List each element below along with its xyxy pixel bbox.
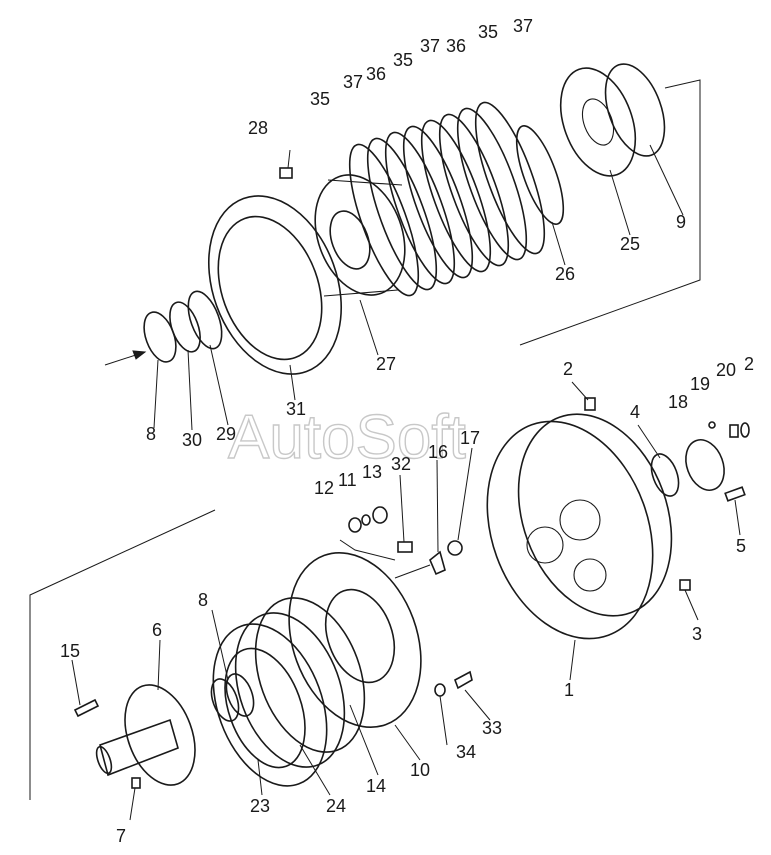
callout-3: 3 — [692, 624, 702, 644]
part-15-bolt — [73, 698, 100, 718]
callout-2: 2 — [563, 359, 573, 379]
callout-6: 6 — [152, 620, 162, 640]
callout-20: 20 — [716, 360, 736, 380]
part-7-bolt — [131, 777, 141, 789]
callout-11: 11 — [338, 470, 357, 490]
part-4-ring — [650, 453, 680, 497]
callout-35-a: 35 — [310, 89, 330, 109]
part-32-pin — [397, 541, 413, 553]
callout-18: 18 — [668, 392, 688, 412]
callout-1: 1 — [564, 680, 574, 700]
part-19-ball — [708, 421, 716, 429]
part-29-seal — [187, 290, 223, 350]
part-18-bearing — [685, 439, 725, 491]
part-16-elbow — [429, 550, 446, 576]
part-33-bolt — [454, 670, 473, 690]
part-8-seal-lower — [225, 673, 255, 717]
callout-19: 19 — [690, 374, 710, 394]
part-34-washer — [434, 683, 446, 697]
shaft — [99, 718, 179, 777]
part-27-hub — [314, 174, 406, 296]
part-24-disc — [234, 612, 346, 768]
leader-lines — [71, 144, 741, 821]
callout-12: 12 — [314, 478, 334, 498]
callout-29: 29 — [216, 424, 236, 444]
callout-24: 24 — [326, 796, 346, 816]
part-26-ring — [515, 125, 565, 225]
callout-30: 30 — [182, 430, 202, 450]
callout-23: 23 — [250, 796, 270, 816]
part-20-key — [729, 424, 739, 438]
part-5-key — [724, 486, 746, 502]
part-8-seal-upper — [143, 311, 177, 363]
callout-21: 2 — [744, 354, 754, 374]
callout-31: 31 — [286, 399, 306, 419]
part-6-carrier — [124, 684, 196, 786]
part-9-ring — [604, 63, 666, 157]
part-10-flange — [288, 552, 422, 728]
callout-35-b: 35 — [393, 50, 413, 70]
callout-28: 28 — [248, 118, 268, 138]
callout-labels: 9 25 26 37 35 36 37 35 36 37 35 28 27 31… — [60, 16, 754, 846]
housing-assembly — [486, 397, 750, 640]
part-13-part — [372, 506, 388, 524]
assembly-boundary-lines — [29, 79, 701, 800]
callout-8-a: 8 — [146, 424, 156, 444]
callout-27: 27 — [376, 354, 396, 374]
callout-32: 32 — [391, 454, 411, 474]
part-3-pin — [679, 579, 691, 591]
part-21-ring — [740, 422, 750, 438]
part-14-disc — [254, 597, 366, 753]
callout-7: 7 — [116, 826, 126, 846]
callout-25: 25 — [620, 234, 640, 254]
part-28-pin — [279, 167, 293, 179]
callout-4: 4 — [630, 402, 640, 422]
callout-34: 34 — [456, 742, 476, 762]
part-11-part — [361, 514, 371, 526]
callout-15: 15 — [60, 641, 80, 661]
upper-clutch-assembly — [143, 63, 666, 375]
part-17-nut — [447, 540, 463, 556]
part-23-gear — [212, 623, 328, 787]
callout-37-b: 37 — [420, 36, 440, 56]
callout-26: 26 — [555, 264, 575, 284]
callout-35-c: 35 — [478, 22, 498, 42]
callout-36-b: 36 — [446, 36, 466, 56]
callout-5: 5 — [736, 536, 746, 556]
callout-37-a: 37 — [343, 72, 363, 92]
callout-9: 9 — [676, 212, 686, 232]
callout-10: 10 — [410, 760, 430, 780]
lower-carrier-assembly — [73, 506, 473, 789]
callout-17: 17 — [460, 428, 480, 448]
callout-37-c: 37 — [513, 16, 533, 36]
part-25-plate — [559, 67, 637, 177]
callout-36-a: 36 — [366, 64, 386, 84]
part-2-plug — [584, 397, 596, 411]
callout-16: 16 — [428, 442, 448, 462]
callout-13: 13 — [362, 462, 382, 482]
part-1-housing — [486, 420, 654, 640]
callout-8-b: 8 — [198, 590, 208, 610]
callout-33: 33 — [482, 718, 502, 738]
callout-14: 14 — [366, 776, 386, 796]
part-12-part — [348, 517, 362, 533]
autosoft-watermark: AutoSoft — [228, 403, 466, 472]
clutch-disc-stack — [348, 101, 546, 297]
part-31-piston — [207, 195, 343, 375]
